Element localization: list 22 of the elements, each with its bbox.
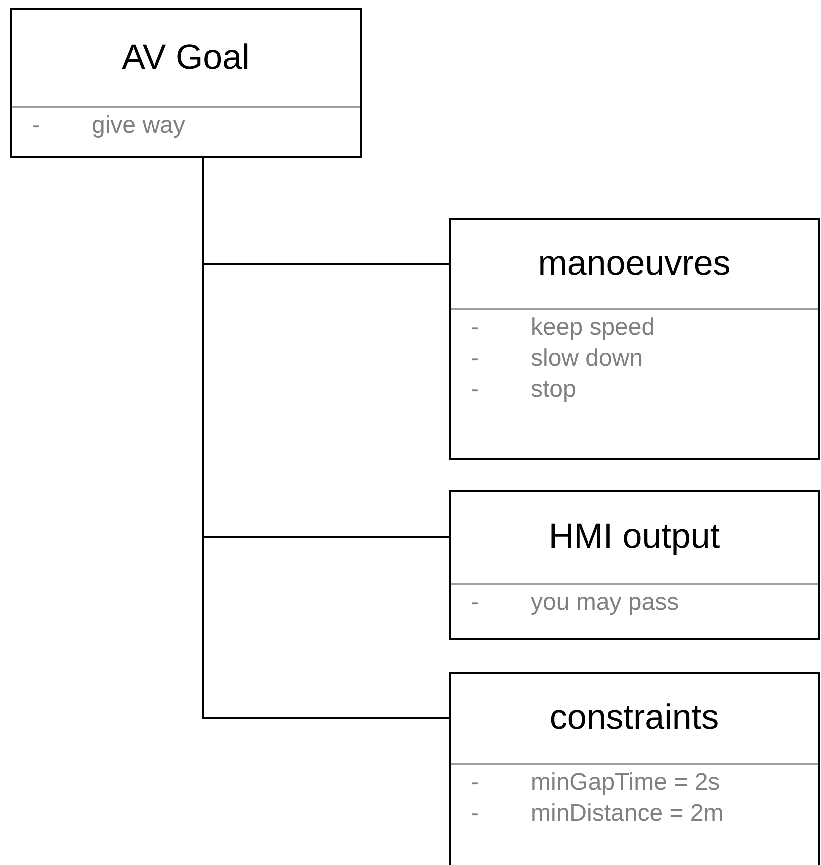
bullet-dash: - xyxy=(470,346,480,370)
box-title: manoeuvres xyxy=(538,242,731,285)
bullet-dash: - xyxy=(470,802,480,826)
bullet-dash: - xyxy=(470,378,480,402)
class-box xyxy=(449,490,820,640)
list-item: keep speed xyxy=(531,316,656,340)
box-title: AV Goal xyxy=(122,36,250,79)
box-title: HMI output xyxy=(548,516,720,558)
list-item: stop xyxy=(531,378,576,402)
box-title: constraints xyxy=(550,697,720,740)
list-item: slow down xyxy=(531,346,644,370)
bullet-dash: - xyxy=(31,114,41,138)
bullet-dash: - xyxy=(470,770,480,794)
bullet-dash: - xyxy=(470,590,480,614)
class-box xyxy=(10,8,362,158)
list-item: minGapTime = 2s xyxy=(531,770,720,794)
list-item: you may pass xyxy=(531,590,680,614)
list-item: give way xyxy=(92,114,186,138)
bullet-dash: - xyxy=(470,316,480,340)
class-box xyxy=(449,218,820,460)
list-item: minDistance = 2m xyxy=(531,802,724,826)
class-box xyxy=(449,672,820,865)
